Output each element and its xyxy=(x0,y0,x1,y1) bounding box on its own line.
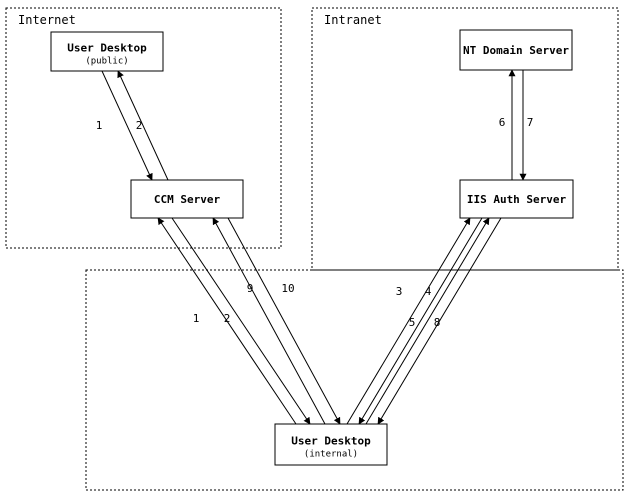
node-nt-domain-server[interactable]: NT Domain Server xyxy=(459,29,573,71)
flow-line-1-user-desktop-internal-to-ccm-server xyxy=(157,217,297,425)
flow-step-label-2-ccm-server: 2 xyxy=(136,119,143,132)
zone-label-internet: Internet xyxy=(18,13,76,27)
flow-step-label-1-user-desktop-public: 1 xyxy=(96,119,103,132)
node-box-user-desktop-public xyxy=(50,31,164,72)
node-title-user-desktop-internal: User Desktop xyxy=(291,435,371,448)
flow-line-1-user-desktop-public-to-ccm-server xyxy=(101,70,153,181)
zone-label-intranet: Intranet xyxy=(324,13,382,27)
flow-step-label-8-iis-auth-server: 8 xyxy=(434,316,441,329)
flow-step-label-4-iis-auth-server: 4 xyxy=(425,285,432,298)
flow-step-label-9-user-desktop-internal: 9 xyxy=(247,282,254,295)
node-title-user-desktop-public: User Desktop xyxy=(67,42,147,55)
node-title-ccm-server: CCM Server xyxy=(154,193,221,206)
flow-line-4-iis-auth-server-to-user-desktop-internal xyxy=(358,217,483,425)
zone-boundary-internal xyxy=(85,269,624,491)
flow-step-label-2-ccm-server: 2 xyxy=(224,312,231,325)
node-title-iis-auth-server: IIS Auth Server xyxy=(467,193,567,206)
flow-line-2-ccm-server-to-user-desktop-internal xyxy=(171,217,311,425)
node-box-nt-domain-server xyxy=(459,29,573,71)
node-box-user-desktop-internal xyxy=(274,423,388,466)
flow-line-5-user-desktop-internal-to-iis-auth-server xyxy=(365,217,490,425)
flow-line-9-user-desktop-internal-to-ccm-server xyxy=(212,217,326,425)
flow-step-label-6-iis-auth-server: 6 xyxy=(499,116,506,129)
flow-line-10-ccm-server-to-user-desktop-internal xyxy=(227,217,341,425)
node-subtitle-user-desktop-public: (public) xyxy=(85,57,128,67)
node-box-ccm-server xyxy=(130,179,244,219)
flow-step-label-5-user-desktop-internal: 5 xyxy=(409,316,416,329)
flow-line-2-ccm-server-to-user-desktop-public xyxy=(117,70,169,181)
zone-boundary-internet xyxy=(5,7,282,249)
zone-boundary-intranet xyxy=(311,7,619,271)
node-title-nt-domain-server: NT Domain Server xyxy=(463,44,569,57)
flow-step-label-3-user-desktop-internal: 3 xyxy=(396,285,403,298)
flow-line-3-user-desktop-internal-to-iis-auth-server xyxy=(346,217,471,425)
flows-layer xyxy=(101,69,527,425)
flow-step-labels-layer: Internet Intranet 1 2 1 2 3 4 5 8 6 7 9 10 xyxy=(18,13,533,329)
node-box-iis-auth-server xyxy=(459,179,574,219)
node-user-desktop-public[interactable]: User Desktop (public) xyxy=(50,31,164,72)
nodes-layer: User Desktop (public) CCM Server NT Domain … xyxy=(50,29,574,466)
node-ccm-server[interactable]: CCM Server xyxy=(130,179,244,219)
node-iis-auth-server[interactable]: IIS Auth Server xyxy=(459,179,574,219)
flow-step-label-1-user-desktop-internal: 1 xyxy=(193,312,200,325)
node-user-desktop-internal[interactable]: User Desktop (internal) xyxy=(274,423,388,466)
zones-layer xyxy=(5,7,624,491)
node-subtitle-user-desktop-internal: (internal) xyxy=(304,450,358,460)
flow-line-8-iis-auth-server-to-user-desktop-internal xyxy=(377,217,502,425)
flow-step-label-7-nt-domain-server: 7 xyxy=(527,116,534,129)
flow-step-label-10-ccm-server: 10 xyxy=(281,282,294,295)
